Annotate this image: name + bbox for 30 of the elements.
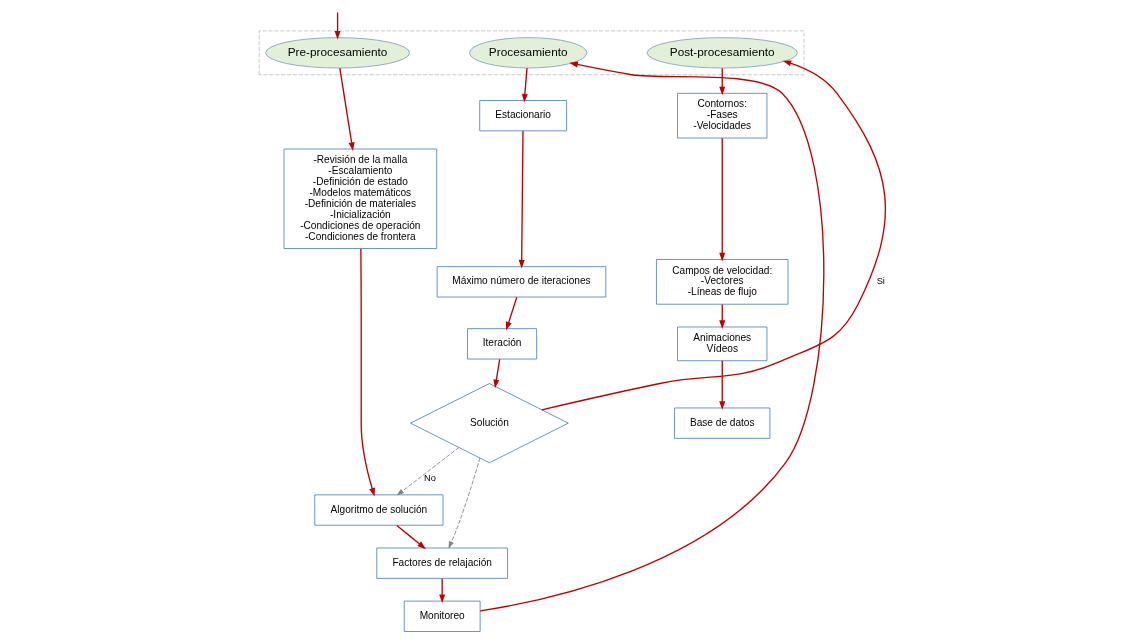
arrow — [338, 67, 355, 151]
node-box: Monitoreo — [403, 600, 481, 632]
arrow — [479, 61, 824, 612]
node-box: Contornos: -Fases -Velocidades — [676, 92, 767, 139]
edge-label: Si — [876, 276, 885, 287]
arrow — [505, 296, 517, 331]
arrow — [518, 130, 525, 269]
arrow — [718, 67, 725, 96]
node-ellipse: Pre-procesamiento — [264, 37, 410, 69]
node-box: Base de datos — [673, 407, 770, 439]
arrow — [448, 457, 480, 549]
node-box: Factores de relajación — [375, 547, 508, 579]
arrow — [521, 67, 528, 103]
node-box: -Revisión de la malla -Escalamiento -Definición de estado -Modelos matemáticos -Definición de materiales -Inicialización -Condiciones de operación -Condiciones de frontera — [283, 148, 437, 249]
arrow — [334, 11, 341, 40]
arrow — [395, 524, 426, 550]
arrow — [718, 137, 725, 262]
arrow — [718, 360, 725, 410]
edge-label: No — [423, 473, 436, 484]
arrow — [492, 358, 500, 389]
node-box: Campos de velocidad: -Vectores -Líneas de flujo — [655, 259, 788, 305]
node-box: Iteración — [466, 328, 537, 360]
node-box: Animaciones Vídeos — [676, 326, 767, 362]
arrow — [540, 60, 886, 411]
node-box: Estacionario — [478, 100, 567, 132]
arrow — [359, 248, 375, 497]
node-diamond: Solución — [409, 383, 569, 464]
node-box: Máximo número de iteraciones — [436, 266, 606, 298]
arrow — [396, 447, 459, 496]
node-box: Algoritmo de solución — [313, 494, 443, 526]
